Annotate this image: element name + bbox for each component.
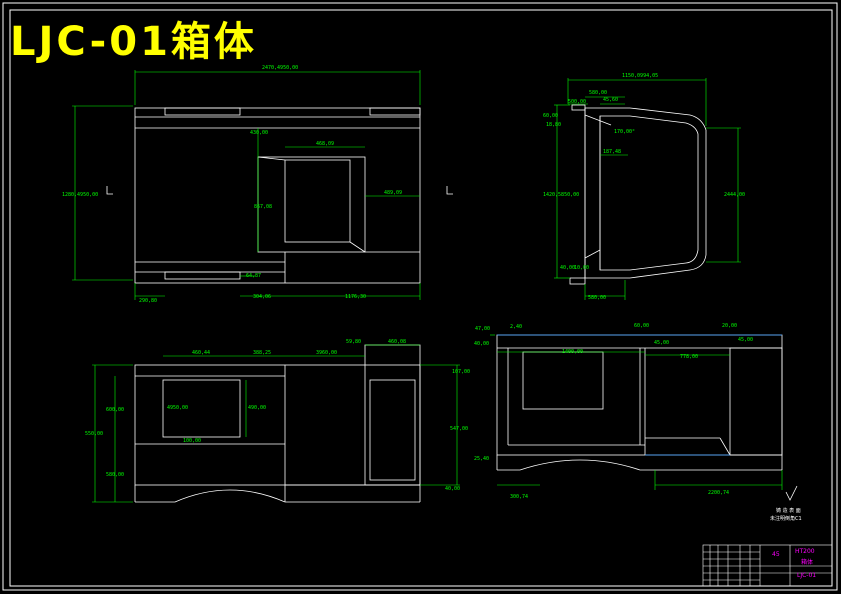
bl-dim-window-h: 490,00 [248, 405, 266, 411]
dim-bottom-right: 1176,30 [345, 294, 366, 300]
roughness-label: 铸 造 表 面 [776, 507, 801, 514]
tb-material: 45 [772, 551, 780, 558]
br-dim-k: 300,74 [510, 494, 528, 500]
dim-right-offset: 489,09 [384, 190, 402, 196]
bl-dim-w4: 59,80 [346, 339, 361, 345]
side-view [569, 104, 707, 285]
title-block [702, 544, 833, 587]
dim-inner-width: 430,00 [250, 130, 268, 136]
tb-code: HT200 [795, 548, 815, 555]
side-dim-inner-depth: 187,48 [603, 149, 621, 155]
br-dim-b: 2,40 [510, 324, 522, 330]
tb-part-name: 箱体 [801, 558, 813, 566]
br-dim-c: 40,00 [474, 341, 489, 347]
side-dim-angle: 170,00° [614, 129, 635, 135]
br-dim-j: 25,40 [474, 456, 489, 462]
side-dim-top-left: 500,00 [568, 99, 586, 105]
inner-frame [9, 9, 833, 587]
br-dim-i: 778,00 [680, 354, 698, 360]
bl-dim-w1: 460,44 [192, 350, 210, 356]
dim-bottom-left: 290,80 [139, 298, 157, 304]
br-dim-d: 60,00 [634, 323, 649, 329]
bl-dim-window-w: 4950,00 [167, 405, 188, 411]
bl-dim-h-lower: 580,00 [106, 472, 124, 478]
side-dim-left-a: 60,00 [543, 113, 558, 119]
bl-dim-h-total: 550,00 [85, 431, 103, 437]
side-dim-height-right: 2444,00 [724, 192, 745, 198]
bottom-right-dimensions [490, 334, 783, 490]
side-dim-height-left: 1420,5850,00 [543, 192, 579, 198]
bl-dim-w2: 388,25 [253, 350, 271, 356]
side-dim-top-inner: 580,00 [589, 90, 607, 96]
bottom-left-dimensions [92, 344, 460, 503]
bottom-left-view [134, 344, 421, 503]
dim-window-height: 867,08 [254, 204, 272, 210]
side-dim-top-width: 1150,0994,05 [622, 73, 658, 79]
side-dim-bottom-small: 10,00 [574, 265, 589, 271]
tb-drawing-no: LJC-01 [797, 572, 816, 579]
front-section-marks [106, 186, 453, 195]
roughness-symbol [785, 485, 798, 501]
br-dim-a: 47,00 [475, 326, 490, 332]
dim-height-left: 1280,4950,00 [62, 192, 98, 198]
bl-dim-right-bottom: 40,00 [445, 486, 460, 492]
bl-dim-h-upper: 600,00 [106, 407, 124, 413]
roughness-note: 未注明倒角C1 [770, 515, 802, 522]
front-view-dimensions [72, 70, 421, 300]
dim-total-width: 2470,4950,00 [262, 65, 298, 71]
br-dim-h: 45,00 [654, 340, 669, 346]
dim-bottom-mid: 304,06 [253, 294, 271, 300]
side-dim-bottom-width: 580,00 [588, 295, 606, 301]
front-view [134, 107, 421, 284]
bl-dim-right-top: 107,00 [452, 369, 470, 375]
dim-bottom-gap: 64,87 [246, 273, 261, 279]
bl-dim-small: 100,00 [183, 438, 201, 444]
br-dim-f: 45,00 [738, 337, 753, 343]
br-dim-g: 1400,00 [562, 349, 583, 355]
drawing-title: LJC-01箱体 [10, 19, 257, 65]
bl-dim-w3: 3960,00 [316, 350, 337, 356]
dim-window-width: 468,09 [316, 141, 334, 147]
side-dim-bottom-left: 40,00 [560, 265, 575, 271]
br-dim-e: 20,00 [722, 323, 737, 329]
bl-dim-right-mid: 547,00 [450, 426, 468, 432]
side-dim-left-b: 18,80 [546, 122, 561, 128]
bl-dim-w5: 460,08 [388, 339, 406, 345]
bottom-right-view [496, 334, 783, 471]
br-dim-l: 2200,74 [708, 490, 729, 496]
side-dim-top-small: 45,60 [603, 97, 618, 103]
side-view-dimensions [554, 78, 741, 300]
